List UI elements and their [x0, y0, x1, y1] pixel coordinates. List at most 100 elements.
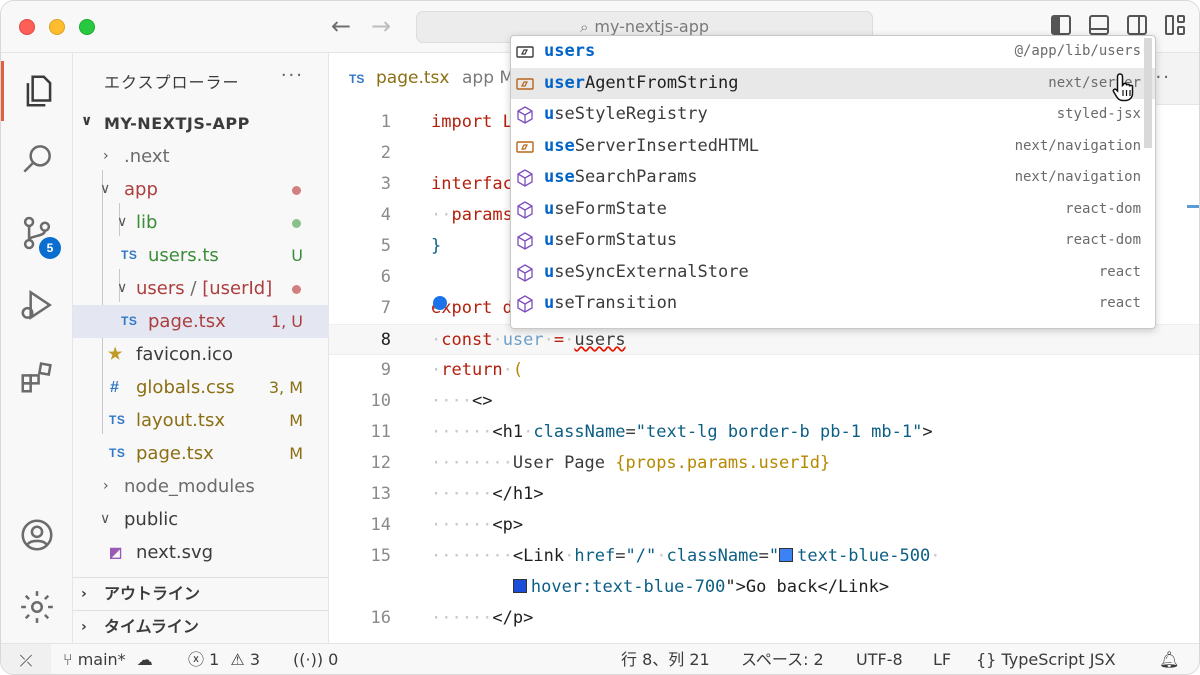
toggle-primary-sidebar-icon[interactable]	[1051, 15, 1071, 35]
tree-item-public-folder[interactable]: ∨ public	[73, 503, 329, 536]
variable-icon	[516, 77, 534, 90]
suggestion-item[interactable]: useFormStatus react-dom	[511, 225, 1155, 257]
toggle-panel-icon[interactable]	[1089, 15, 1109, 35]
notifications-bell-icon[interactable]: 🔔︎	[1159, 650, 1180, 669]
remote-indicator-icon[interactable]: ⤫	[1, 644, 51, 674]
tree-item-layout-tsx[interactable]: TS layout.tsx M	[73, 404, 329, 437]
color-swatch[interactable]	[779, 548, 794, 562]
code-line: 14······<p>	[370, 515, 524, 535]
account-icon[interactable]	[1, 505, 73, 565]
indentation-status[interactable]: スペース: 2	[741, 650, 824, 669]
toggle-secondary-sidebar-icon[interactable]	[1127, 15, 1147, 35]
error-icon: ⓧ	[188, 650, 205, 669]
warning-icon: ⚠	[230, 650, 245, 669]
tree-item-next-svg[interactable]: ◩ next.svg	[73, 536, 329, 569]
run-debug-icon[interactable]	[1, 275, 73, 335]
close-window-button[interactable]	[19, 19, 35, 35]
forward-arrow-icon[interactable]: →	[371, 12, 392, 40]
tree-item-users-userid-folder[interactable]: ∨ users / [userId]	[73, 272, 329, 305]
problems-status[interactable]: ⓧ 1 ⚠ 3	[188, 650, 261, 669]
command-center-label: my-nextjs-app	[594, 17, 710, 36]
chevron-down-icon: ∨	[117, 280, 128, 296]
chevron-right-icon: ›	[103, 148, 109, 164]
search-icon: ⌕	[579, 18, 589, 36]
code-line: 9·return·(	[380, 360, 524, 380]
suggestion-item[interactable]: useSyncExternalStore react	[511, 257, 1155, 289]
tab-page-tsx[interactable]: TS page.tsx app M	[329, 53, 529, 105]
chevron-right-icon: ›	[103, 478, 109, 494]
tree-item-lib-folder[interactable]: ∨ lib	[73, 206, 329, 239]
suggestion-item-selected[interactable]: userAgentFromString next/server	[511, 67, 1155, 99]
module-icon	[517, 263, 533, 282]
typescript-file-icon: TS	[121, 248, 138, 262]
extensions-icon[interactable]	[1, 347, 73, 407]
chevron-down-icon: ∨	[117, 214, 128, 230]
back-arrow-icon[interactable]: ←	[331, 12, 352, 40]
color-swatch[interactable]	[512, 579, 527, 593]
module-icon	[517, 106, 533, 124]
module-icon	[517, 200, 533, 219]
outline-panel-header[interactable]: › アウトライン	[73, 577, 329, 610]
suggestion-item[interactable]: useTransition react	[511, 288, 1155, 320]
chevron-down-icon: ∨	[81, 113, 93, 129]
eol-status[interactable]: LF	[933, 650, 952, 669]
encoding-status[interactable]: UTF-8	[856, 650, 903, 669]
ports-status[interactable]: ((·)) 0	[293, 650, 339, 669]
module-icon	[517, 295, 533, 313]
status-bar: ⤫ ⑂ main* ☁ ⓧ 1 ⚠ 3 ((·)) 0 行 8、列 21 スペー…	[1, 643, 1199, 674]
tree-item-users-ts[interactable]: TS users.ts U	[73, 239, 329, 272]
tree-item-userid-page-tsx[interactable]: TS page.tsx 1, U	[73, 305, 329, 338]
modified-dot	[292, 285, 301, 294]
chevron-down-icon: ∨	[100, 511, 111, 527]
tree-item-globals-css[interactable]: # globals.css 3, M	[73, 371, 329, 404]
typescript-file-icon: TS	[121, 314, 138, 328]
code-line: 5}	[380, 236, 442, 256]
suggestion-item[interactable]: useServerInsertedHTML next/navigation	[511, 131, 1155, 163]
overview-ruler-marker	[1187, 205, 1199, 208]
explorer-title: エクスプローラー	[104, 73, 240, 92]
code-line: 10····<>	[370, 391, 493, 411]
braces-icon: {}	[976, 650, 997, 669]
module-icon	[517, 232, 533, 250]
variable-icon	[516, 46, 534, 58]
suggestion-item[interactable]: useStyleRegistry styled-jsx	[511, 99, 1155, 131]
customize-layout-icon[interactable]	[1165, 15, 1185, 35]
explorer-more-actions-icon[interactable]: ···	[280, 65, 304, 86]
suggest-scrollbar[interactable]	[1144, 38, 1152, 148]
tree-item-page-tsx[interactable]: TS page.tsx M	[73, 437, 329, 470]
css-file-icon: #	[110, 379, 120, 396]
explorer-icon[interactable]	[1, 61, 73, 121]
tree-item-app-folder[interactable]: ∨ app	[73, 173, 329, 206]
untracked-dot	[292, 219, 301, 228]
suggestion-item[interactable]: users @/app/lib/users	[511, 36, 1155, 68]
suggestion-item[interactable]: useSearchParams next/navigation	[511, 162, 1155, 194]
branch-status[interactable]: ⑂ main* ☁	[63, 650, 153, 669]
minimize-window-button[interactable]	[49, 19, 65, 35]
code-action-lightbulb-icon[interactable]	[433, 296, 447, 310]
code-line: 12········User Page {props.params.userId…	[370, 453, 831, 473]
hand-cursor-icon	[1112, 73, 1134, 102]
star-file-icon: ★	[108, 346, 123, 363]
tree-item-favicon[interactable]: ★ favicon.ico	[73, 338, 329, 371]
tree-item-node-modules[interactable]: › node_modules	[73, 470, 329, 503]
code-line: 11······<h1·className="text-lg border-b …	[370, 422, 933, 442]
code-line-current: 8·const·user·=·users	[329, 324, 1199, 355]
tree-item-next-folder[interactable]: › .next	[73, 140, 329, 173]
modified-dot	[292, 186, 301, 195]
activity-bar: 5	[1, 53, 73, 643]
project-root[interactable]: ∨ MY-NEXTJS-APP	[81, 113, 250, 133]
timeline-panel-header[interactable]: › タイムライン	[73, 610, 329, 643]
git-branch-icon: ⑂	[63, 650, 73, 669]
search-view-icon[interactable]	[1, 129, 73, 189]
source-control-icon[interactable]: 5	[1, 203, 73, 263]
settings-gear-icon[interactable]	[1, 577, 73, 637]
suggestion-item[interactable]: useFormState react-dom	[511, 194, 1155, 226]
cursor-position[interactable]: 行 8、列 21	[621, 650, 710, 669]
code-line: 6	[380, 267, 391, 287]
maximize-window-button[interactable]	[79, 19, 95, 35]
code-line: 15········<Link·href="/"·className="text…	[370, 546, 941, 566]
language-mode[interactable]: {} TypeScript JSX	[976, 650, 1116, 669]
